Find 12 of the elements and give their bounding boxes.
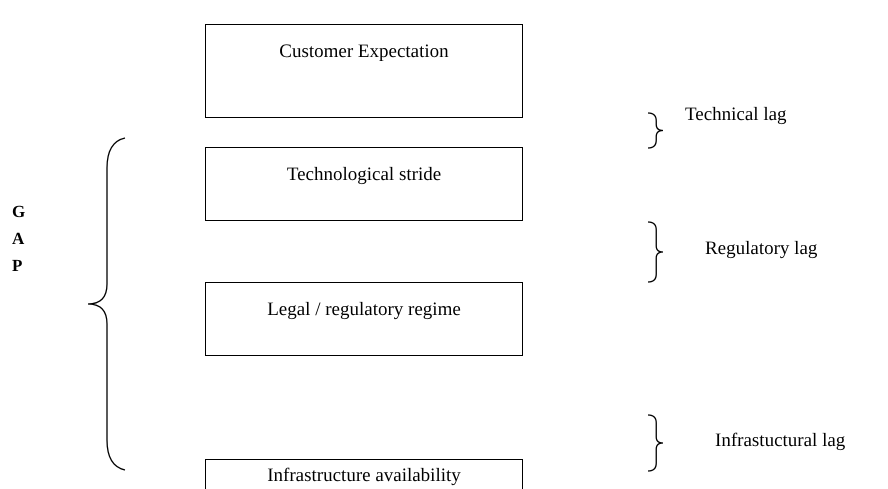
box-label: Legal / regulatory regime — [267, 299, 461, 321]
lag-label: Infrastuctural lag — [715, 430, 846, 452]
box-label: Infrastructure availability — [267, 465, 461, 487]
lag-label: Regulatory lag — [705, 238, 818, 260]
box-label: Customer Expectation — [279, 41, 449, 63]
text-box — [205, 147, 523, 221]
text-box — [205, 459, 523, 489]
text-box — [205, 282, 523, 356]
vertical-label: GAP — [12, 201, 26, 278]
text-box — [205, 24, 523, 118]
box-label: Technological stride — [286, 164, 442, 186]
lag-label: Technical lag — [685, 104, 787, 126]
